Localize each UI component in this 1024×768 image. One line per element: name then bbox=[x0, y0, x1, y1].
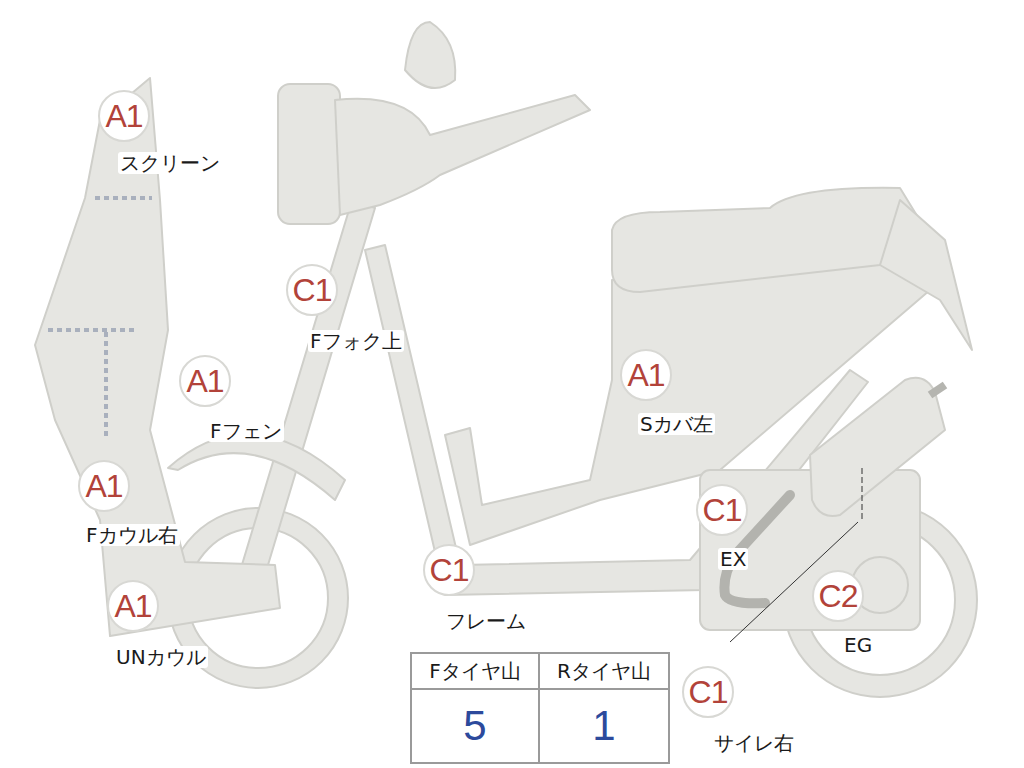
damage-code: C2 bbox=[812, 570, 864, 622]
front-cowl bbox=[35, 78, 280, 636]
damage-code: C1 bbox=[682, 666, 734, 718]
damage-code: C1 bbox=[423, 544, 475, 596]
damage-callout: A1Fカウル右 bbox=[78, 460, 130, 512]
part-name: EX bbox=[718, 548, 748, 570]
damage-callout: C1EX bbox=[696, 484, 748, 536]
part-name: UNカウル bbox=[114, 646, 208, 668]
handlebar bbox=[335, 95, 590, 215]
damage-code: A1 bbox=[98, 90, 150, 142]
damage-callout: C1フレーム bbox=[423, 544, 475, 596]
damage-callout: C1Fフォク上 bbox=[286, 264, 338, 316]
table-header: Rタイヤ山 bbox=[540, 654, 668, 690]
headlight bbox=[278, 84, 340, 224]
damage-callout: C1サイレ右 bbox=[682, 666, 734, 718]
part-name: フレーム bbox=[444, 610, 528, 632]
front-fork bbox=[238, 200, 375, 585]
tire-tread-table: Fタイヤ山Rタイヤ山51 bbox=[410, 652, 670, 764]
damage-code: A1 bbox=[620, 349, 672, 401]
damage-callout: A1Fフェン bbox=[179, 355, 231, 407]
damage-code: A1 bbox=[78, 460, 130, 512]
mirror bbox=[405, 22, 455, 88]
damage-code: A1 bbox=[179, 355, 231, 407]
damage-callout: A1スクリーン bbox=[98, 90, 150, 142]
table-header: Fタイヤ山 bbox=[412, 654, 540, 690]
table-value: 1 bbox=[540, 690, 668, 762]
table-value: 5 bbox=[412, 690, 540, 762]
damage-callout: A1Sカバ左 bbox=[620, 349, 672, 401]
damage-code: A1 bbox=[107, 580, 159, 632]
seat bbox=[612, 188, 935, 292]
part-name: サイレ右 bbox=[712, 732, 796, 754]
tail bbox=[880, 200, 972, 350]
part-name: Fフェン bbox=[208, 420, 284, 442]
part-name: Fフォク上 bbox=[308, 330, 404, 352]
part-name: スクリーン bbox=[118, 152, 222, 174]
part-name: Sカバ左 bbox=[638, 413, 715, 435]
damage-callout: A1UNカウル bbox=[107, 580, 159, 632]
damage-callout: C2EG bbox=[812, 570, 864, 622]
damage-code: C1 bbox=[286, 264, 338, 316]
part-name: EG bbox=[842, 634, 874, 656]
damage-code: C1 bbox=[696, 484, 748, 536]
front-fender bbox=[168, 434, 345, 500]
part-name: Fカウル右 bbox=[84, 524, 180, 546]
muffler bbox=[810, 378, 945, 516]
